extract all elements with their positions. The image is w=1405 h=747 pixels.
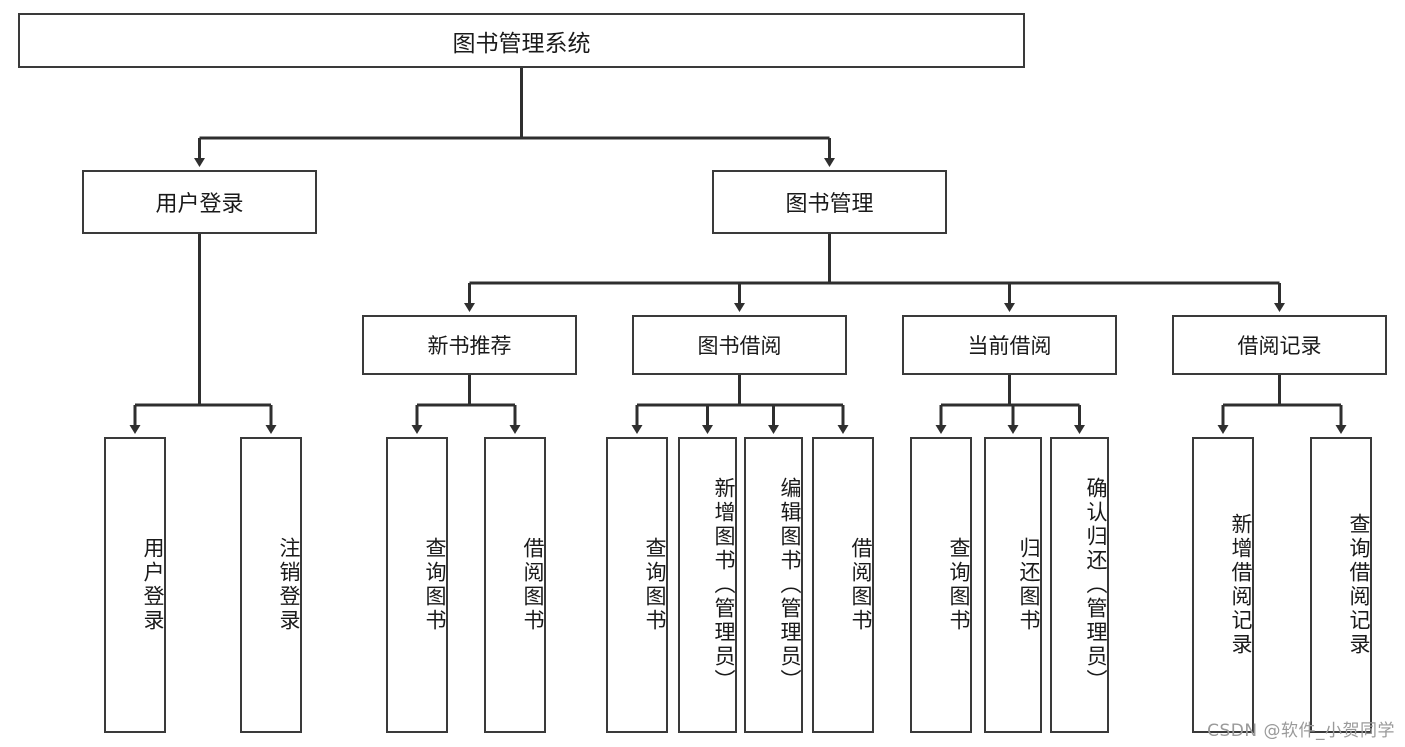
node-leaf-query-book-3[interactable]: 查询图书	[910, 437, 972, 733]
node-label: 用户登录	[141, 537, 165, 633]
node-user-login[interactable]: 用户登录	[82, 170, 317, 234]
node-label: 查询图书	[423, 537, 447, 633]
node-label: 图书管理系统	[452, 30, 591, 57]
node-label: 借阅图书	[849, 537, 873, 633]
node-leaf-confirm-return[interactable]: 确认归还（管理员）	[1050, 437, 1109, 733]
node-leaf-return-book[interactable]: 归还图书	[984, 437, 1042, 733]
node-current-borrow[interactable]: 当前借阅	[902, 315, 1117, 375]
node-book-management[interactable]: 图书管理	[712, 170, 947, 234]
node-label: 编辑图书（管理员）	[778, 477, 802, 693]
node-book-borrow[interactable]: 图书借阅	[632, 315, 847, 375]
node-leaf-query-book-1[interactable]: 查询图书	[386, 437, 448, 733]
node-label: 用户登录	[155, 192, 244, 217]
edge-trunk	[199, 68, 830, 140]
node-label: 查询借阅记录	[1347, 513, 1371, 657]
watermark-text: CSDN @软件_小贺同学	[1207, 721, 1395, 741]
node-root[interactable]: 图书管理系统	[18, 13, 1025, 68]
node-label: 借阅图书	[521, 537, 545, 633]
node-label: 新增借阅记录	[1229, 513, 1253, 657]
node-leaf-query-book-2[interactable]: 查询图书	[606, 437, 668, 733]
node-label: 查询图书	[947, 537, 971, 633]
node-label: 当前借阅	[967, 334, 1052, 358]
node-label: 新增图书（管理员）	[712, 477, 736, 693]
node-borrow-record[interactable]: 借阅记录	[1172, 315, 1387, 375]
node-leaf-add-book[interactable]: 新增图书（管理员）	[678, 437, 737, 733]
node-label: 确认归还（管理员）	[1084, 477, 1108, 693]
node-leaf-borrow-book-2[interactable]: 借阅图书	[812, 437, 874, 733]
node-leaf-user-login[interactable]: 用户登录	[104, 437, 166, 733]
node-leaf-borrow-book-1[interactable]: 借阅图书	[484, 437, 546, 733]
node-leaf-query-record[interactable]: 查询借阅记录	[1310, 437, 1372, 733]
node-label: 注销登录	[277, 537, 301, 633]
node-label: 归还图书	[1017, 537, 1041, 633]
edge-trunk	[469, 234, 1280, 285]
node-leaf-edit-book[interactable]: 编辑图书（管理员）	[744, 437, 803, 733]
node-label: 图书管理	[785, 192, 874, 217]
edge-trunk	[941, 375, 1080, 407]
node-leaf-logout[interactable]: 注销登录	[240, 437, 302, 733]
node-leaf-add-record[interactable]: 新增借阅记录	[1192, 437, 1254, 733]
edge-trunk	[1223, 375, 1341, 407]
node-label: 借阅记录	[1237, 334, 1322, 358]
edge-trunk	[637, 375, 843, 407]
node-new-book-recommend[interactable]: 新书推荐	[362, 315, 577, 375]
node-label: 新书推荐	[427, 334, 512, 358]
edge-trunk	[135, 234, 271, 407]
node-label: 查询图书	[643, 537, 667, 633]
edge-trunk	[417, 375, 515, 407]
node-label: 图书借阅	[697, 334, 782, 358]
